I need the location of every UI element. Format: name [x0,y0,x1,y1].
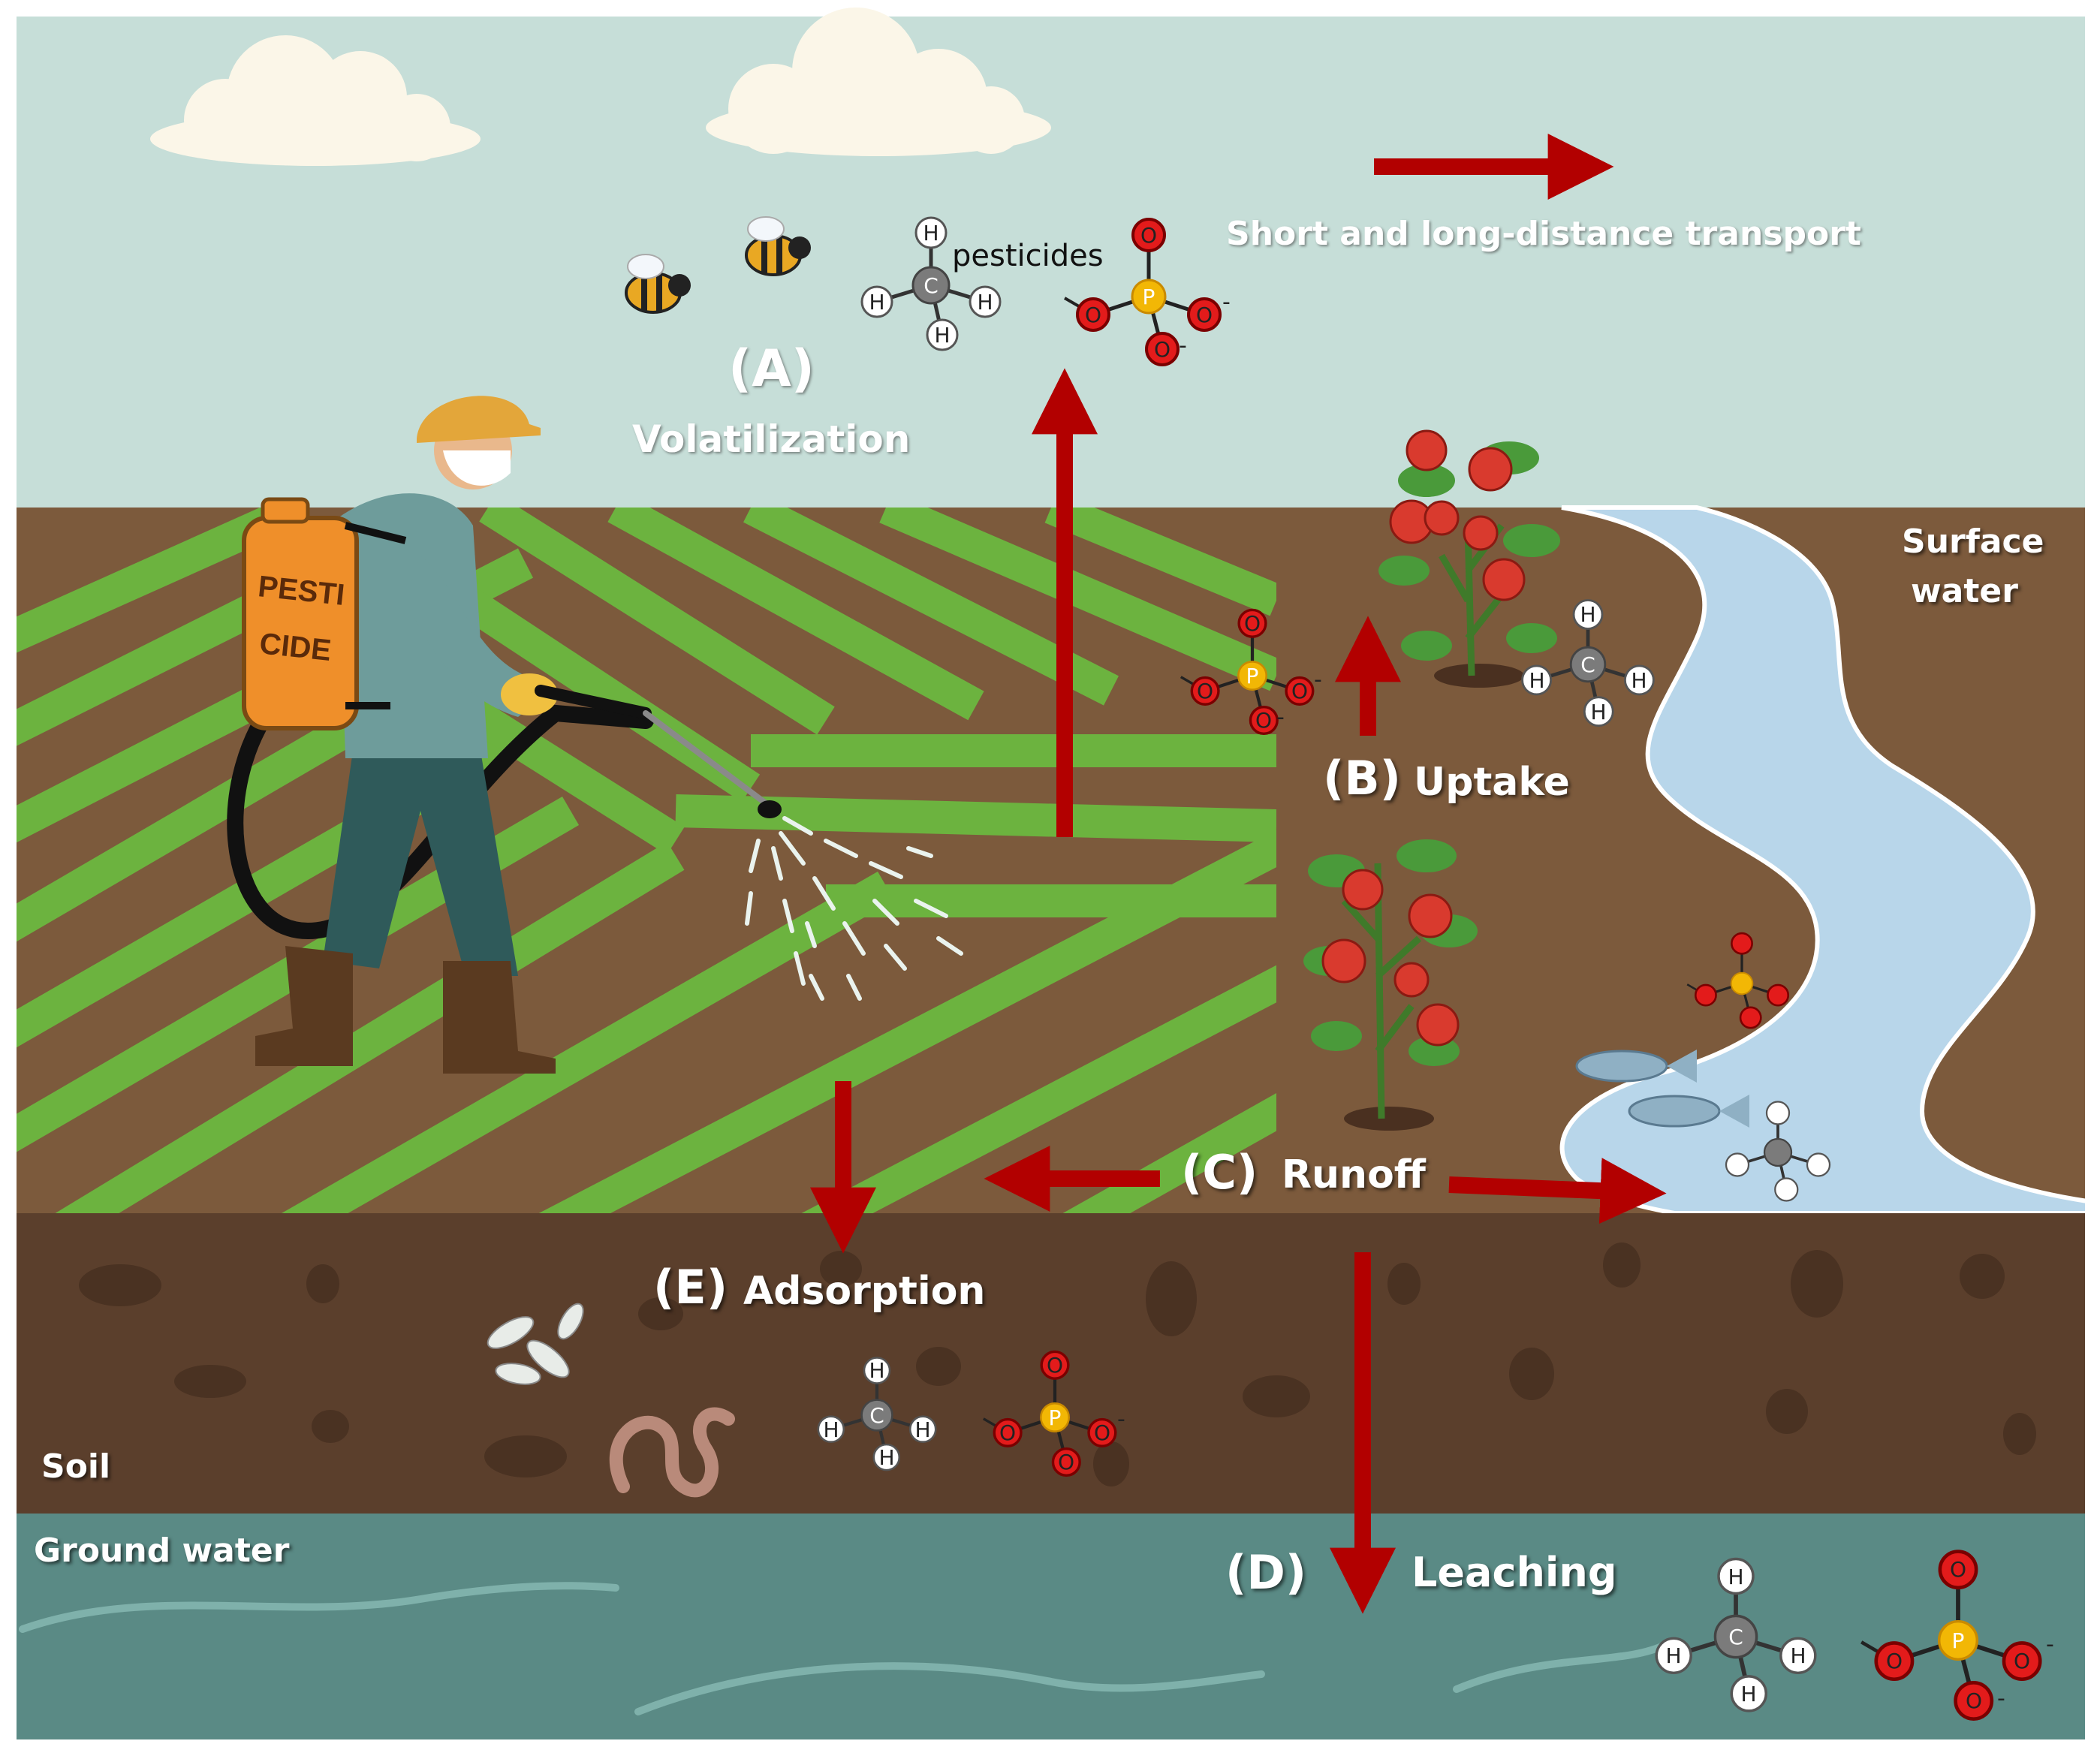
label-surface-water-line1: Surface [1902,523,2044,561]
svg-text:-: - [1276,704,1285,730]
svg-text:H: H [1580,602,1595,627]
svg-text:H: H [1665,1643,1681,1668]
tomato-plant-lower [1303,839,1478,1131]
soil-pebbles [79,1242,2036,1486]
svg-text:H: H [869,290,884,315]
svg-text:O: O [1950,1557,1966,1582]
tank-label-line2: CIDE [258,627,333,667]
svg-text:O: O [1291,679,1308,703]
tomato-plant-upper [1378,429,1560,688]
label-e-letter: (E) [653,1260,728,1315]
ground-water-waves [19,1582,1671,1715]
process-arrows [810,134,1667,1614]
svg-text:O: O [1140,223,1157,248]
field [17,508,1278,1213]
ground-water-layer [17,1514,2085,1739]
svg-text:-: - [1314,667,1322,693]
spray-mist [745,816,963,1001]
svg-text:H: H [1590,700,1606,724]
svg-text:O: O [1886,1649,1903,1673]
label-a-letter: (A) [728,339,815,399]
svg-text:-: - [1117,1406,1125,1432]
svg-text:H: H [914,1417,930,1442]
svg-text:O: O [1058,1450,1074,1474]
label-d-letter: (D) [1225,1545,1307,1600]
svg-text:O: O [1047,1353,1063,1378]
svg-text:H: H [1790,1643,1806,1668]
label-adsorption: Adsorption [743,1269,986,1314]
charge-signs: - - - - - - - [1117,289,2054,1712]
label-surface-water-line2: water [1911,572,2018,610]
grubs-icon [487,1303,584,1385]
cloud-left [150,35,481,166]
svg-text:-: - [1222,289,1231,315]
svg-text:O: O [1154,337,1171,362]
svg-text:C: C [923,273,939,298]
svg-text:C: C [869,1403,884,1428]
svg-text:H: H [934,323,950,348]
svg-text:O: O [2014,1649,2030,1673]
svg-text:O: O [1244,611,1261,636]
svg-text:C: C [1728,1625,1743,1649]
label-ground-water: Ground water [34,1532,290,1570]
atom-letters: C H H H H P O O O O C H H H H P O O O O … [823,221,2030,1713]
svg-text:P: P [1143,285,1155,309]
label-soil: Soil [41,1447,111,1486]
svg-text:-: - [2046,1631,2054,1658]
svg-text:C: C [1580,652,1595,677]
label-uptake: Uptake [1414,760,1570,805]
svg-text:H: H [1740,1682,1756,1706]
svg-text:-: - [1997,1685,2005,1712]
svg-text:H: H [869,1358,884,1383]
svg-text:O: O [1094,1420,1110,1445]
label-c-letter: (C) [1181,1145,1258,1200]
label-short-long-transport: Short and long-distance transport [1226,215,1861,253]
svg-text:H: H [923,221,939,245]
bee-2 [745,216,811,276]
label-pesticides: pesticides [952,239,1104,273]
svg-text:O: O [1255,708,1272,733]
svg-text:P: P [1246,664,1259,688]
bee-1 [625,254,691,314]
svg-text:O: O [1197,679,1213,703]
svg-text:P: P [1049,1405,1062,1430]
svg-text:H: H [878,1445,894,1470]
farmer-illustration [227,396,782,1074]
svg-text:O: O [999,1420,1016,1445]
svg-text:H: H [977,290,993,315]
arrow-runoff-right [1448,1158,1667,1224]
label-b-letter: (B) [1323,751,1401,806]
svg-text:O: O [1085,303,1101,327]
svg-text:H: H [1728,1565,1743,1589]
svg-text:O: O [1966,1688,1982,1713]
label-leaching: Leaching [1412,1549,1617,1596]
svg-text:O: O [1196,303,1213,327]
fish-2 [1628,1095,1749,1128]
svg-text:P: P [1952,1628,1965,1653]
svg-text:H: H [1631,668,1647,693]
svg-text:-: - [1179,333,1187,359]
svg-text:H: H [1529,668,1544,693]
earthworm-icon [609,1407,735,1498]
fish-1 [1575,1050,1697,1083]
label-runoff: Runoff [1282,1152,1426,1197]
cloud-right [706,8,1051,156]
svg-text:H: H [823,1417,839,1442]
label-volatilization: Volatilization [632,417,911,461]
